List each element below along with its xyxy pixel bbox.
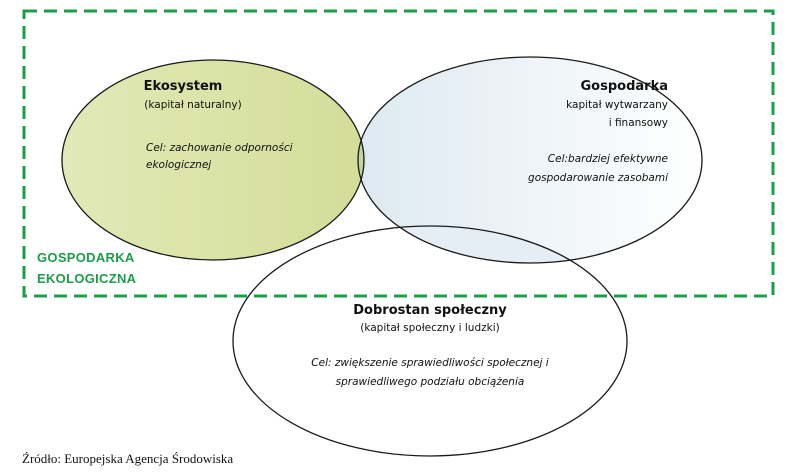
wellbeing-title: Dobrostan społeczny bbox=[353, 303, 507, 318]
economy-goal-line2: gospodarowanie zasobami bbox=[528, 172, 668, 184]
wellbeing-subtitle: (kapitał społeczny i ludzki) bbox=[360, 322, 499, 334]
economy-subtitle-line2: i finansowy bbox=[609, 117, 668, 129]
ecosystem-ellipse bbox=[62, 60, 364, 260]
ecosystem-title: Ekosystem bbox=[144, 79, 223, 94]
economy-outline bbox=[357, 56, 703, 264]
economy-goal-line1: Cel:bardziej efektywne bbox=[548, 153, 668, 165]
economy-title: Gospodarka bbox=[581, 79, 668, 94]
wellbeing-goal-line2: sprawiedliwego podziału obciążenia bbox=[336, 376, 525, 388]
frame-label-line1: GOSPODARKA bbox=[37, 250, 135, 265]
ecosystem-subtitle: (kapitał naturalny) bbox=[144, 99, 241, 111]
source-caption: Źródło: Europejska Agencja Środowiska bbox=[22, 451, 234, 466]
ecosystem-goal-line2: ekologicznej bbox=[146, 159, 211, 171]
wellbeing-outline bbox=[232, 225, 628, 457]
economy-ellipse bbox=[358, 57, 702, 263]
frame-label-line2: EKOLOGICZNA bbox=[37, 271, 137, 286]
wellbeing-goal-line1: Cel: zwiększenie sprawiedliwości społecz… bbox=[311, 357, 549, 369]
wellbeing-ellipse bbox=[233, 226, 627, 456]
ecosystem-goal-line1: Cel: zachowanie odporności bbox=[146, 142, 293, 154]
ecosystem-outline bbox=[61, 59, 365, 261]
economy-subtitle-line1: kapitał wytwarzany bbox=[566, 99, 668, 111]
green-economy-frame bbox=[22, 9, 775, 298]
